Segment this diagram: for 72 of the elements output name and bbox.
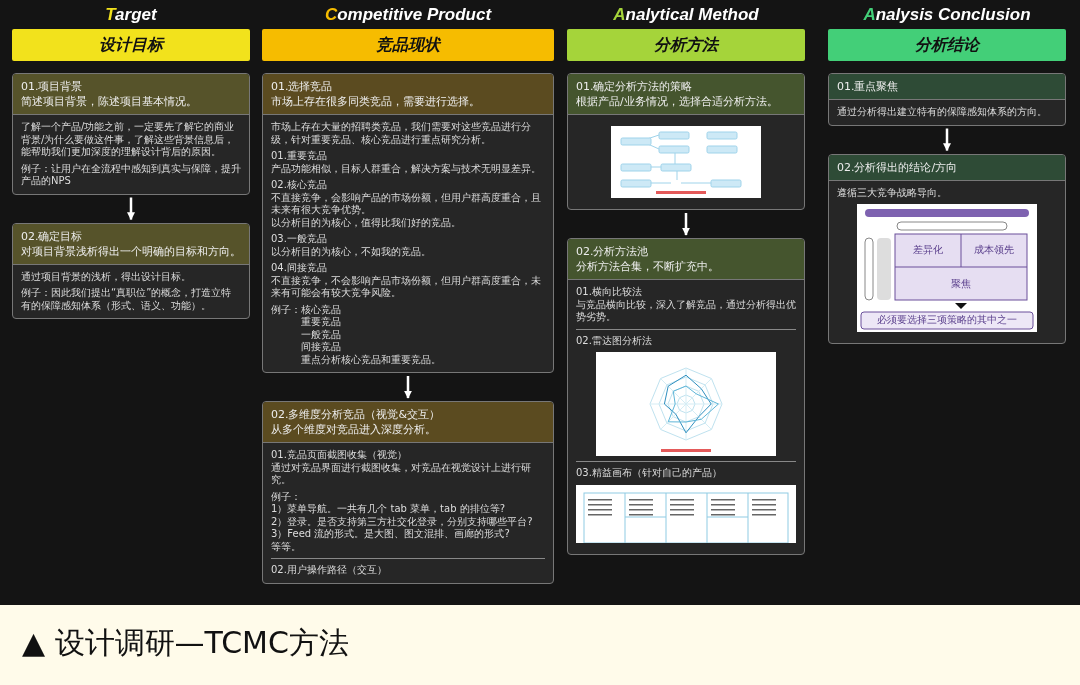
card-title: 02.分析得出的结论/方向 [837, 159, 959, 175]
step-card [262, 401, 554, 584]
step-card [12, 73, 250, 195]
card-title: 02.分析方法池 [576, 244, 650, 259]
column-title: Target [104, 4, 158, 26]
card-text: 重点分析核心竞品和重要竞品。 [300, 353, 442, 366]
arrow [682, 213, 690, 236]
matrix-label: 成本领先 [974, 244, 1014, 257]
card-text: 通过分析得出建立特有的保障感知体系的方向。 [837, 106, 1048, 119]
matrix-label: 聚焦 [951, 278, 971, 291]
card-subtitle: 市场上存在很多同类竞品，需要进行选择。 [271, 94, 481, 109]
card-subtitle: 根据产品/业务情况，选择合适分析方法。 [576, 94, 779, 109]
card-subtitle: 从多个维度对竞品进入深度分析。 [271, 422, 437, 437]
step-card [12, 222, 250, 319]
arrow [127, 197, 135, 221]
card-text: 02.核心竞品 [271, 179, 328, 192]
card-text: 一般竞品 [300, 328, 342, 341]
card-text: 2）登录。是否支持第三方社交化登录，分别支持哪些平台? [271, 515, 534, 528]
step-card [567, 73, 805, 210]
card-subtitle: 简述项目背景，陈述项目基本情况。 [21, 94, 198, 109]
card-text: 03.精益画布（针对自己的产品） [576, 467, 723, 480]
card-text: 例子：让用户在全流程中感知到真实与保障，提升产品的NPS [21, 162, 241, 188]
card-text: 02.用户操作路径（交互） [271, 564, 388, 577]
card-title: 01.重点聚焦 [837, 79, 900, 94]
card-text: 了解一个产品/功能之前，一定要先了解它的商业背景/为什么要做这件事，了解这些背景信息后，能帮助我们更加深度的理解设计背后的原因。 [21, 121, 236, 159]
card-text: 01.横向比较法 [576, 286, 643, 299]
card-text: 3）Feed 流的形式。是大图、图文混排、画廊的形式? [271, 528, 511, 541]
card-text: 与竞品横向比较，深入了解竞品，通过分析得出优势劣势。 [576, 298, 796, 324]
header-banner: 分析结论 [828, 29, 1066, 61]
card-text: 1）菜单导航。一共有几个 tab 菜单，tab 的排位等? [271, 503, 506, 516]
card-subtitle: 对项目背景浅析得出一个明确的目标和方向。 [21, 243, 241, 259]
card-text: 不直接竞争，不会影响产品市场份额，但用户群高度重合，未来有可能会有较大竞争风险。 [271, 274, 542, 300]
card-text: 例子： [271, 490, 302, 503]
column-title: Competitive Product [323, 4, 493, 26]
step-card [828, 153, 1066, 344]
arrow [404, 376, 412, 399]
header-banner: 竞品现状 [262, 29, 554, 61]
card-title: 02.确定目标 [21, 228, 84, 244]
card-text: 不直接竞争，会影响产品的市场份额，但用户群高度重合，且未来有很大竞争优势。 [271, 191, 542, 217]
card-text: 01.竞品页面截图收集（视觉） [271, 449, 408, 462]
card-title: 02.多维度分析竞品（视觉&交互） [271, 407, 442, 422]
column-title: Analysis Conclusion [862, 4, 1032, 26]
header-banner: 设计目标 [12, 29, 250, 61]
card-text: 01.重要竞品 [271, 150, 328, 163]
card-text: 以分析目的为核心，不如我的竞品。 [271, 245, 432, 258]
header-banner: 分析方法 [567, 29, 805, 61]
card-text: 03.一般竞品 [271, 233, 328, 246]
card-text: 通过对竞品界面进行截图收集，对竞品在视觉设计上进行研究。 [271, 461, 532, 487]
step-card [828, 73, 1066, 126]
card-title: 01.确定分析方法的策略 [576, 79, 694, 94]
card-subtitle: 分析方法合集，不断扩充中。 [576, 259, 720, 274]
step-card [262, 73, 554, 373]
arrow [943, 128, 951, 152]
card-text: 间接竞品 [300, 341, 342, 354]
card-text: 市场上存在大量的招聘类竞品，我们需要对这些竞品进行分级，针对重要竞品、核心竞品进行重点研究分析。 [271, 121, 532, 146]
card-text: 04.间接竞品 [271, 262, 328, 275]
card-text: 通过项目背景的浅析，得出设计目标。 [21, 270, 192, 283]
card-text: 重要竞品 [300, 316, 342, 329]
card-text: 例子：因此我们提出“真职位”的概念，打造立特有的保障感知体系（形式、语义、功能）。 [21, 287, 233, 312]
step-card [567, 238, 805, 555]
matrix-label: 差异化 [913, 244, 943, 257]
column-title: Analytical Method [612, 4, 760, 26]
card-title: 01.选择竞品 [271, 79, 334, 94]
card-text: 以分析目的为核心，值得比我们好的竞品。 [271, 216, 462, 229]
card-text: 例子：核心竞品 [271, 303, 342, 316]
card-title: 01.项目背景 [21, 79, 84, 94]
card-text: 02.雷达图分析法 [576, 334, 653, 347]
caption: ▲ 设计调研—TCMC方法 [22, 624, 349, 662]
card-text: 产品功能相似，目标人群重合，解决方案与技术无明显差异。 [271, 162, 542, 175]
card-text: 等等。 [271, 540, 302, 553]
matrix-label: 必须要选择三项策略的其中之一 [877, 314, 1017, 327]
card-text: 遵循三大竞争战略导向。 [837, 186, 948, 199]
